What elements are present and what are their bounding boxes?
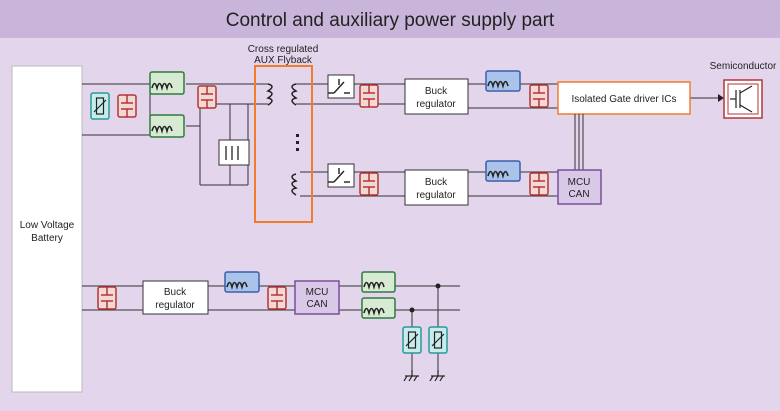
isolated-gate-driver-box (557, 81, 691, 115)
mcu-label-line1: MCU (568, 177, 591, 188)
buck-regulator-middle: Buck regulator (404, 169, 469, 206)
mcu-can-upper: MCU CAN (557, 169, 602, 205)
inductor-icon (485, 160, 521, 182)
transformer-winding-icon (291, 173, 298, 196)
buck-label-line1: Buck (425, 177, 448, 188)
aux-flyback-box (254, 65, 313, 223)
capacitor-icon (117, 94, 137, 118)
buck-regulator-lower: Buck regulator (142, 280, 209, 315)
flyback-label-line2: AUX Flyback (254, 55, 313, 66)
junction-dot (409, 307, 415, 313)
buck-regulator-upper: Buck regulator (404, 78, 469, 115)
switch-icon (327, 163, 355, 188)
switch-icon (327, 74, 355, 99)
mcu-label-line2: CAN (568, 189, 589, 200)
mcu-label-line2: CAN (306, 299, 327, 310)
buck-label-line1: Buck (425, 86, 448, 97)
capacitor-icon (359, 84, 379, 108)
page-title: Control and auxiliary power supply part (226, 10, 555, 31)
capacitor-icon (97, 286, 117, 310)
battery-label-line2: Battery (31, 233, 63, 244)
capacitor-icon (359, 172, 379, 196)
tvs-diode-icon (402, 326, 422, 354)
inductor-icon (149, 71, 185, 95)
ground-icon (429, 369, 446, 382)
buck-label-line2: regulator (416, 190, 456, 201)
capacitor-icon (529, 84, 549, 108)
junction-dot (435, 283, 441, 289)
switch-icon (218, 139, 250, 166)
battery-label-line1: Low Voltage (20, 220, 75, 231)
buck-label-line2: regulator (155, 300, 195, 311)
tvs-diode-icon (90, 92, 110, 120)
capacitor-icon (197, 85, 217, 109)
inductor-icon (361, 271, 396, 293)
tvs-diode-icon (428, 326, 448, 354)
inductor-icon (149, 114, 185, 138)
flyback-label-line1: Cross regulated (248, 44, 319, 55)
gate-driver-label: Isolated Gate driver ICs (571, 94, 676, 105)
mcu-can-lower: MCU CAN (294, 280, 340, 315)
arrow-icon (718, 94, 724, 102)
isolation-link (574, 114, 584, 170)
buck-label-line2: regulator (416, 99, 456, 110)
capacitor-icon (529, 172, 549, 196)
inductor-icon (361, 297, 396, 319)
capacitor-icon (267, 286, 287, 310)
ellipsis-dots (296, 134, 299, 151)
transformer-winding-icon (258, 83, 302, 106)
semiconductor-label: Semiconductor (710, 61, 777, 72)
buck-label-line1: Buck (164, 287, 187, 298)
inductor-icon (224, 271, 260, 293)
mcu-label-line1: MCU (306, 287, 329, 298)
ground-icon (403, 369, 420, 382)
header-bar (0, 0, 780, 38)
semiconductor-box (723, 79, 763, 119)
low-voltage-battery (11, 65, 83, 393)
inductor-icon (485, 70, 521, 92)
